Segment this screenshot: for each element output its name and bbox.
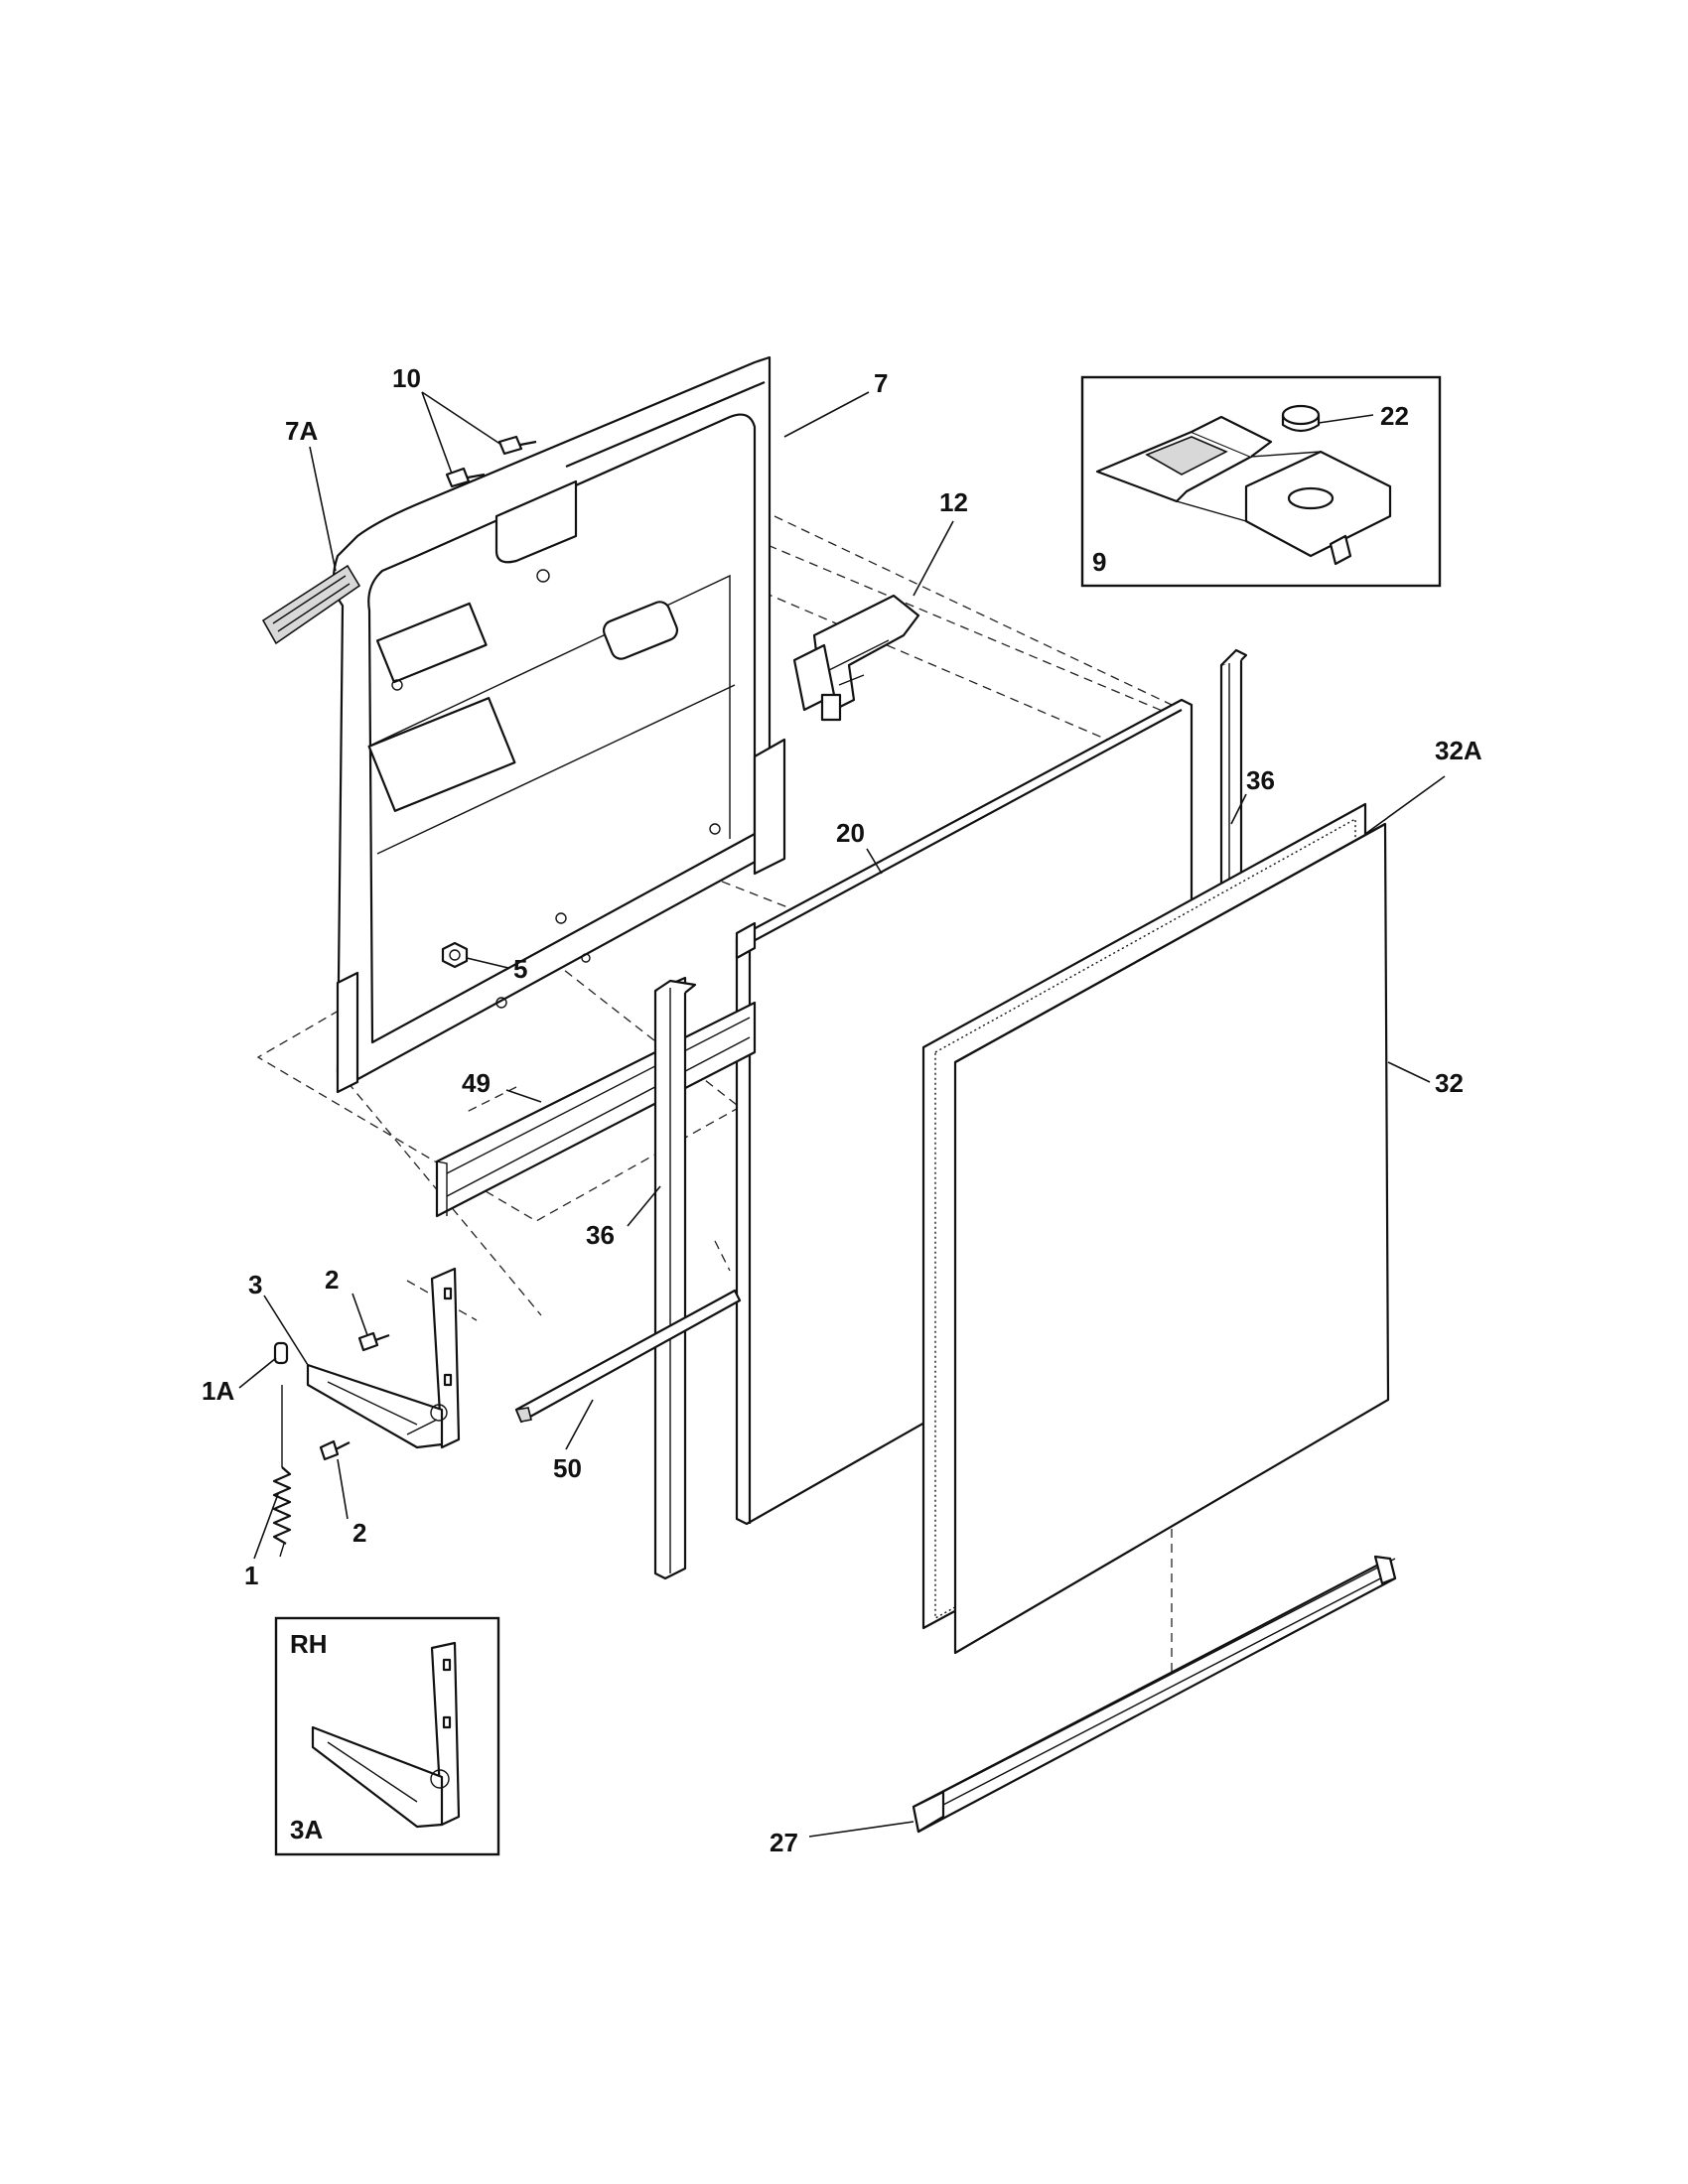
- bottom-trim-27: [912, 1555, 1397, 1834]
- callout-36-top: 36: [1246, 765, 1275, 795]
- label-plate-7a: [261, 564, 361, 645]
- rh-hinge-inset-frame: [274, 1616, 500, 1856]
- rh-hinge-inset: [274, 1616, 500, 1856]
- door-latch-12: [792, 594, 920, 722]
- dispenser-inset-frame: [1080, 375, 1442, 588]
- panel-cutout-center: [367, 697, 516, 812]
- callout-2-bottom: 2: [352, 1518, 366, 1548]
- nut-5: [441, 941, 469, 969]
- callout-27: 27: [770, 1828, 798, 1857]
- callout-22: 22: [1380, 401, 1409, 431]
- leader-lines: [238, 391, 1446, 1838]
- screw-2-upper: [357, 1331, 390, 1352]
- callout-1a: 1A: [202, 1376, 234, 1406]
- callout-3: 3: [248, 1270, 262, 1299]
- callout-49: 49: [462, 1068, 491, 1098]
- door-front-panel-32: [953, 822, 1390, 1655]
- callout-7a: 7A: [285, 416, 318, 446]
- screw-2-lower: [319, 1439, 351, 1461]
- spring-1: [272, 1385, 292, 1558]
- callout-32a: 32A: [1435, 736, 1482, 765]
- inner-door-panel: [332, 355, 786, 1094]
- panel-latch-mount: [494, 479, 578, 564]
- seal-strip-50: [514, 1289, 742, 1424]
- callout-labels: 10 7 7A 12 22 9 32A 36 20 5 32 49 36 3 2…: [202, 363, 1482, 1857]
- panel-cutout-left: [375, 602, 488, 684]
- cap-22: [1281, 404, 1321, 433]
- callout-12: 12: [939, 487, 968, 517]
- callout-5: 5: [513, 954, 527, 984]
- callout-1: 1: [244, 1561, 258, 1590]
- dispenser-inset: [1080, 375, 1442, 588]
- panel-handle-recess: [602, 601, 679, 660]
- inset-part-3a: 3A: [290, 1815, 323, 1844]
- hinge-assembly-3: [306, 1267, 461, 1449]
- bottom-channel-49: [435, 1001, 757, 1218]
- callout-7: 7: [874, 368, 888, 398]
- inset-side-rh: RH: [290, 1629, 328, 1659]
- vertical-trim-36-left: [653, 976, 697, 1580]
- callout-20: 20: [836, 818, 865, 848]
- clip-1a: [273, 1341, 289, 1365]
- callout-32: 32: [1435, 1068, 1464, 1098]
- callout-36-bottom: 36: [586, 1220, 615, 1250]
- callout-2-top: 2: [325, 1265, 339, 1295]
- callout-9: 9: [1092, 547, 1106, 577]
- callout-50: 50: [553, 1453, 582, 1483]
- callout-10: 10: [392, 363, 421, 393]
- vertical-trim-36-right: [1219, 648, 1248, 905]
